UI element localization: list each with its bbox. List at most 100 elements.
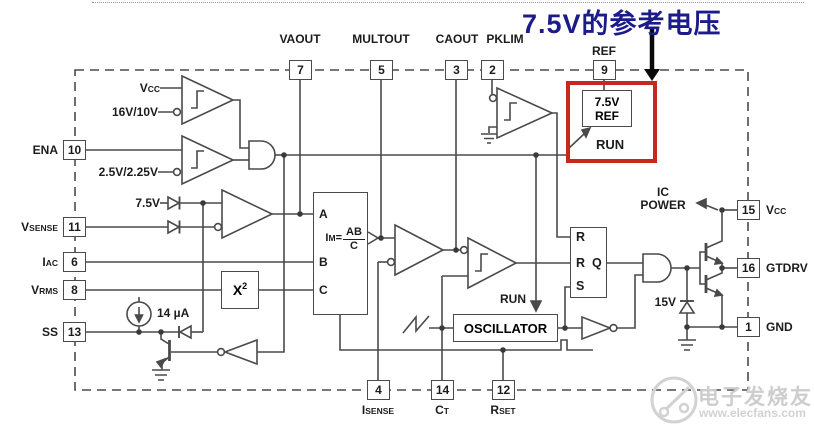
pin-label-multout: MULTOUT (352, 32, 410, 46)
pklim-comparator (481, 86, 570, 238)
oscillator-wires (402, 274, 643, 341)
pin-box-isense: 4 (367, 380, 390, 400)
pin-box-vcc: 15 (737, 200, 760, 220)
junction-dots (136, 152, 725, 353)
current-error-amp (367, 223, 461, 380)
run-ref-label: RUN (596, 137, 625, 152)
pin-box-gnd: 1 (737, 317, 760, 337)
inverting-bubble-icon (172, 107, 182, 117)
inverting-bubble-icon (488, 93, 498, 103)
pin-label-ref: REF (592, 44, 616, 58)
supply-wires (687, 197, 737, 328)
pin-label-ena: ENA (32, 143, 58, 157)
pin-label-gtdrv: GTDRV (766, 261, 808, 275)
pin-label-vsense: VSENSE (21, 220, 58, 234)
latch-r2-label: R (576, 256, 586, 270)
output-and-gate (642, 253, 700, 283)
pin-box-pklim: 2 (481, 60, 504, 80)
inverting-bubble-icon (386, 257, 396, 267)
elecfans-logo-icon (650, 376, 698, 424)
pin-label-isense: ISENSE (361, 403, 395, 417)
hysteresis-icon (475, 253, 488, 272)
inverter-icon (581, 315, 613, 341)
multiplier-block (313, 192, 368, 315)
pin-label-pklim: PKLIM (486, 32, 524, 46)
inverter-icon (222, 338, 258, 366)
pin-box-multout: 5 (370, 60, 393, 80)
multiplier-input-b: B (319, 255, 328, 269)
sawtooth-icon (402, 314, 430, 334)
pulse-icon (339, 315, 593, 351)
pwm-latch-block (570, 227, 607, 298)
vcc-input-label: VCC (139, 81, 160, 95)
ground-icon (678, 339, 696, 351)
inverting-bubble-icon (213, 222, 223, 232)
diode-icon (178, 324, 192, 340)
inverting-bubble-icon (216, 347, 226, 357)
pin-label-ct: CT (435, 403, 449, 417)
rset-line (339, 315, 593, 380)
uvlo-comparator (158, 74, 249, 149)
uvlo-threshold-label: 16V/10V (111, 105, 158, 119)
multiplier-input-a: A (319, 207, 328, 221)
pin-box-rset: 12 (492, 380, 515, 400)
top-pin-wires (299, 80, 605, 250)
run-switch-arrow-icon (580, 126, 592, 139)
pin-box-vaout: 7 (289, 60, 312, 80)
watermark-name: 电子发烧友 (698, 386, 813, 409)
inverting-bubble-icon (172, 167, 182, 177)
multiplier-input-c: C (319, 283, 328, 297)
pin-label-rset: RSET (490, 403, 516, 417)
ic-power-arrow-icon (695, 197, 707, 210)
slide-top-border (92, 2, 804, 3)
run-arrowhead-icon (529, 300, 543, 313)
diode-icon (167, 219, 181, 235)
pin-label-gnd: GND (766, 320, 793, 334)
latch-r1-label: R (576, 230, 586, 244)
pin-label-vrms: VRMS (31, 283, 58, 297)
pin-label-vaout: VAOUT (279, 32, 321, 46)
inverting-bubble-icon (609, 323, 618, 333)
latch-q-label: Q (592, 256, 602, 270)
zener-diode-icon (678, 300, 696, 314)
annotation-title: 7.5V的参考电压 (522, 9, 722, 39)
hysteresis-icon (191, 90, 204, 109)
pin-label-ss: SS (41, 325, 58, 339)
zener-clamp (678, 268, 696, 351)
hysteresis-icon (191, 150, 204, 169)
multiplier-output-label: IM= (325, 232, 342, 244)
enable-and-gate (248, 140, 284, 170)
output-driver (699, 210, 724, 327)
voltage-error-amp (86, 188, 313, 332)
pin-label-iac: IAC (42, 255, 58, 269)
pin-box-vrms: 8 (63, 280, 86, 300)
multiplier-fraction: AB C (343, 227, 365, 252)
ground-icon (481, 133, 497, 144)
annotation-arrow-icon (644, 28, 660, 81)
reference-voltage-label: 7.5V (135, 196, 160, 210)
ground-icon (152, 369, 170, 381)
pin-box-caout: 3 (445, 60, 468, 80)
oscillator-block: OSCILLATOR (453, 314, 558, 342)
soft-start-current-label: 14 µA (157, 306, 190, 320)
pin-box-iac: 6 (63, 252, 86, 272)
latch-s-label: S (576, 279, 585, 293)
pin-label-vcc: VCC (766, 203, 787, 217)
zener-voltage-label: 15V (654, 295, 676, 309)
diode-icon (167, 195, 181, 211)
pin-label-caout: CAOUT (435, 32, 479, 46)
ic-boundary (74, 69, 749, 391)
pin-box-ref: 9 (593, 60, 616, 80)
pin-box-ss: 13 (63, 322, 86, 342)
pin-box-gtdrv: 16 (737, 258, 760, 278)
inverting-bubble-icon (459, 245, 469, 255)
pin-box-ena: 10 (63, 140, 86, 160)
run-oscillator-label: RUN (500, 292, 526, 306)
pwm-comparator (442, 236, 570, 290)
pin-box-ct: 14 (431, 380, 454, 400)
